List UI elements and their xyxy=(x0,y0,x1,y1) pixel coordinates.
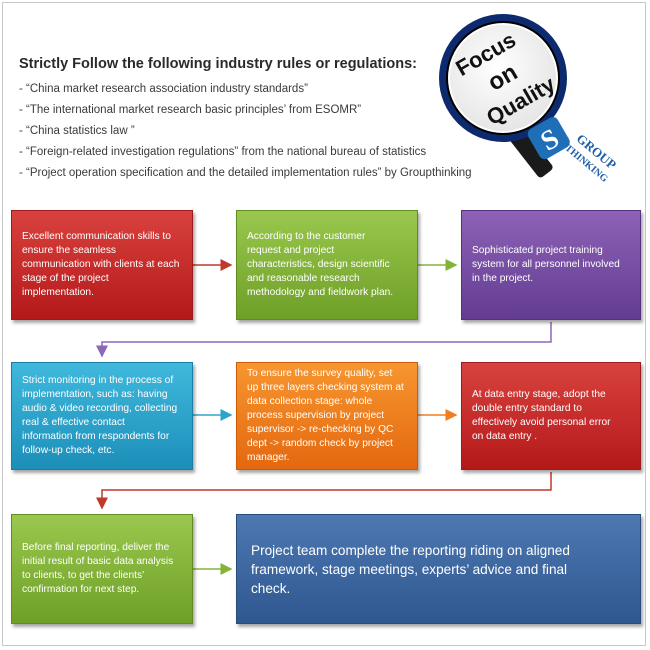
step-7-text: to clients, to get the clients’ xyxy=(22,570,145,581)
step-3-text: system for all personnel involved xyxy=(472,259,620,270)
step-8-text: framework, stage meetings, experts’ advi… xyxy=(251,562,568,577)
step-5-text: up three layers checking system at xyxy=(247,382,404,393)
step-4-text: audio & video recording, collecting xyxy=(22,403,178,414)
focus-on-quality-logo: Focus on Quality S GROUP THINKING xyxy=(439,14,619,185)
step-4-text: real & effective contact xyxy=(22,417,125,428)
step-1-text: Excellent communication skills to xyxy=(22,231,171,242)
step-4-box: Strict monitoring in the process of impl… xyxy=(11,362,193,470)
rule-item: - “The international market research bas… xyxy=(19,104,362,116)
step-3-text: in the project. xyxy=(472,273,534,284)
step-6-text: effectively avoid personal error xyxy=(472,417,611,428)
step-2-text: request and project xyxy=(247,245,335,256)
step-4-text: follow-up check, etc. xyxy=(22,445,115,456)
step-5-text: manager. xyxy=(247,452,290,463)
step-6-text: on data entry . xyxy=(472,431,538,442)
step-8-text: Project team complete the reporting ridi… xyxy=(251,543,570,558)
step-2-text: According to the customer xyxy=(247,231,366,242)
step-1-text: communication with clients at each xyxy=(22,259,180,270)
rule-item: - “China market research association ind… xyxy=(19,83,308,95)
step-6-text: At data entry stage, adopt the xyxy=(472,389,606,400)
step-5-text: To ensure the survey quality, set xyxy=(247,368,393,379)
step-1-text: ensure the seamless xyxy=(22,245,117,256)
step-1-box: Excellent communication skills to ensure… xyxy=(11,210,193,320)
step-7-box: Before final reporting, deliver the init… xyxy=(11,514,193,624)
step-7-text: confirmation for next step. xyxy=(22,584,140,595)
step-2-text: and reasonable research xyxy=(247,273,360,284)
step-8-box: Project team complete the reporting ridi… xyxy=(236,514,641,624)
step-5-text: supervisor -> re-checking by QC xyxy=(247,424,394,435)
arrow-step3-step4 xyxy=(96,322,552,358)
rules-title: Strictly Follow the following industry r… xyxy=(19,56,417,72)
rule-item: - “Project operation specification and t… xyxy=(19,167,472,179)
step-6-text: double entry standard to xyxy=(472,403,582,414)
step-5-text: dept -> random check by project xyxy=(247,438,393,449)
step-2-text: characteristics, design scientific xyxy=(247,259,390,270)
rules-list: - “China market research association ind… xyxy=(19,79,472,184)
step-4-text: Strict monitoring in the process of xyxy=(22,375,174,386)
magnifier-icon xyxy=(439,14,567,142)
step-5-box: To ensure the survey quality, set up thr… xyxy=(236,362,418,470)
step-5-text: data collection stage: whole xyxy=(247,396,373,407)
step-3-box: Sophisticated project training system fo… xyxy=(461,210,641,320)
step-6-box: At data entry stage, adopt the double en… xyxy=(461,362,641,470)
step-2-box: According to the customer request and pr… xyxy=(236,210,418,320)
step-7-text: initial result of basic data analysis xyxy=(22,556,174,567)
rule-item: - “Foreign-related investigation regulat… xyxy=(19,146,427,158)
step-8-text: check. xyxy=(251,581,291,596)
arrow-step6-step7 xyxy=(96,472,552,510)
step-4-text: information from respondents for xyxy=(22,431,170,442)
step-1-text: stage of the project xyxy=(22,273,109,284)
step-5-text: process supervision by project xyxy=(247,410,385,421)
step-2-text: methodology and fieldwork plan. xyxy=(247,287,394,298)
rule-item: - “China statistics law ” xyxy=(19,125,135,137)
step-1-text: implementation. xyxy=(22,287,94,298)
step-7-text: Before final reporting, deliver the xyxy=(22,542,170,553)
step-3-text: Sophisticated project training xyxy=(472,245,603,256)
step-4-text: implementation, such as: having xyxy=(22,389,168,400)
